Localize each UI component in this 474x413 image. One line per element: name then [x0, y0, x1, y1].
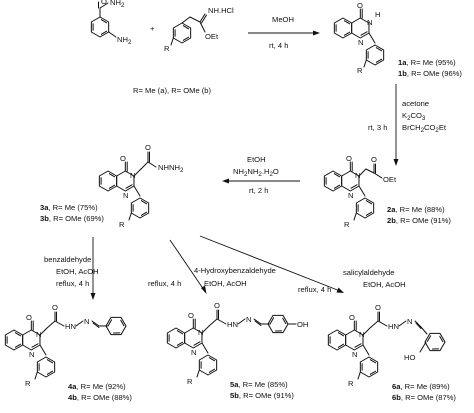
compound-4b-label: 4b, R= OMe (88%): [68, 393, 132, 402]
compound-3-structure: O N N O NHNH2 R: [99, 143, 184, 229]
compound-2a-label: 2a, R= Me (88%): [387, 205, 445, 214]
c2-n2-label: N: [348, 191, 353, 200]
c4-hn-label: HN: [65, 322, 76, 331]
imidate-r-label: R: [164, 44, 170, 53]
c5-r-label: R: [187, 377, 193, 386]
step2-base: K2CO3: [402, 111, 426, 122]
arrow-step3: [222, 178, 300, 184]
step4-solvent: EtOH, AcOH: [56, 267, 99, 276]
step1-conditions: rt, 4 h: [269, 41, 288, 50]
compound-1a-label: 1a, R= Me (95%): [398, 58, 456, 67]
c5-oh-label: OH: [297, 320, 308, 329]
c1-h-label: H: [375, 10, 380, 19]
arrow-step2: [393, 84, 399, 166]
r-definition: R= Me (a), R= OMe (b): [133, 86, 212, 95]
c2-n-label: N: [355, 171, 360, 180]
compound-5a-label: 5a, R= Me (85%): [230, 380, 288, 389]
c2-oet-label: OEt: [383, 175, 397, 184]
c6-oh-label: HO: [404, 353, 415, 362]
amide-nh2-label: NH2: [110, 0, 125, 9]
step5-solvent: EtOH, AcOH: [204, 279, 247, 288]
c4-n2-label: N: [29, 350, 34, 359]
c6-amide-o-label: O: [375, 303, 381, 312]
c3-o-label: O: [120, 154, 126, 163]
c1-o-label: O: [357, 1, 363, 10]
c1-n-label: N: [358, 38, 363, 47]
arrow-step6: [199, 235, 344, 293]
arrow-step4: [90, 237, 96, 300]
compound-5-structure: O N N O HN N OH R: [167, 301, 308, 386]
c4-amide-o-label: O: [52, 303, 58, 312]
plus-sign: +: [150, 24, 155, 33]
c3-amide-o-label: O: [145, 143, 151, 152]
c5-hn-label: HN: [227, 320, 238, 329]
compound-5b-label: 5b, R= OMe (91%): [230, 391, 294, 400]
c5-n2-label: N: [191, 348, 196, 357]
step5-aldehyde: 4-Hydroxybenzaldehyde: [194, 266, 276, 275]
step6-aldehyde: salicylaldehyde: [343, 268, 395, 277]
c6-n3-label: N: [407, 317, 412, 326]
step4-aldehyde: benzaldehyde: [44, 255, 91, 264]
c1-r-label: R: [357, 66, 363, 75]
c6-hn-label: HN: [388, 322, 399, 331]
step4-conditions: reflux, 4 h: [56, 279, 89, 288]
c6-r-label: R: [348, 379, 354, 388]
c4-o-label: O: [26, 313, 32, 322]
compound-3b-label: 3b, R= OMe (69%): [40, 214, 104, 223]
compound-4-structure: O N N O HN N R: [5, 303, 129, 388]
c6-o-label: O: [349, 313, 355, 322]
amide-o-label: O: [101, 0, 107, 6]
c5-o-label: O: [188, 311, 194, 320]
c3-n2-label: N: [123, 191, 128, 200]
step1-reagent: MeOH: [272, 15, 294, 24]
c3-r-label: R: [119, 220, 125, 229]
c5-n-label: N: [198, 328, 203, 337]
step3-reagent: NH2NH2.H2O: [233, 167, 279, 178]
step2-solvent: acetone: [402, 99, 429, 108]
step2-time: rt, 3 h: [368, 123, 387, 132]
step2-alkylating-agent: BrCH2CO2Et: [402, 123, 447, 134]
c4-n3-label: N: [84, 317, 89, 326]
amine-nh2-label: NH2: [117, 35, 132, 46]
compound-1-structure: O N H N R: [334, 1, 383, 75]
c2-o-label: O: [346, 154, 352, 163]
compound-6b-label: 6b, R= OMe (87%): [392, 393, 456, 402]
compound-2b-label: 2b, R= OMe (91%): [387, 216, 451, 225]
c2-ester-o-label: O: [371, 155, 377, 164]
c2-r-label: R: [344, 220, 350, 229]
c3-hydrazide-label: NHNH2: [158, 163, 184, 174]
c3-n-label: N: [130, 171, 135, 180]
compound-1b-label: 1b, R= OMe (96%): [398, 69, 462, 78]
step3-solvent: EtOH: [247, 155, 266, 164]
c4-n-label: N: [36, 330, 41, 339]
step6-conditions: reflux, 4 h: [298, 285, 331, 294]
compound-6-structure: O N N O HN N HO R: [328, 303, 448, 388]
compound-6a-label: 6a, R= Me (89%): [392, 382, 450, 391]
imidate-structure: NH.HCl OEt R: [164, 6, 234, 53]
c4-r-label: R: [25, 379, 31, 388]
arrow-step1: [248, 30, 320, 36]
step5-conditions: reflux, 4 h: [148, 279, 181, 288]
aminobenzamide-structure: O NH2 NH2: [90, 0, 132, 46]
c5-n3-label: N: [246, 315, 251, 324]
step6-solvent: EtOH, AcOH: [363, 280, 406, 289]
arrow-step5: [169, 239, 207, 294]
compound-4a-label: 4a, R= Me (92%): [68, 382, 126, 391]
c6-n2-label: N: [352, 350, 357, 359]
imidate-nh-hcl-label: NH.HCl: [208, 6, 234, 15]
compound-2-structure: O N N O OEt R: [324, 154, 397, 229]
imidate-oet-label: OEt: [205, 32, 219, 41]
compound-3a-label: 3a, R= Me (75%): [40, 203, 98, 212]
c5-amide-o-label: O: [214, 301, 220, 310]
c1-nh-label: N: [367, 18, 372, 27]
step3-conditions: rt, 2 h: [249, 186, 268, 195]
c6-n-label: N: [359, 330, 364, 339]
